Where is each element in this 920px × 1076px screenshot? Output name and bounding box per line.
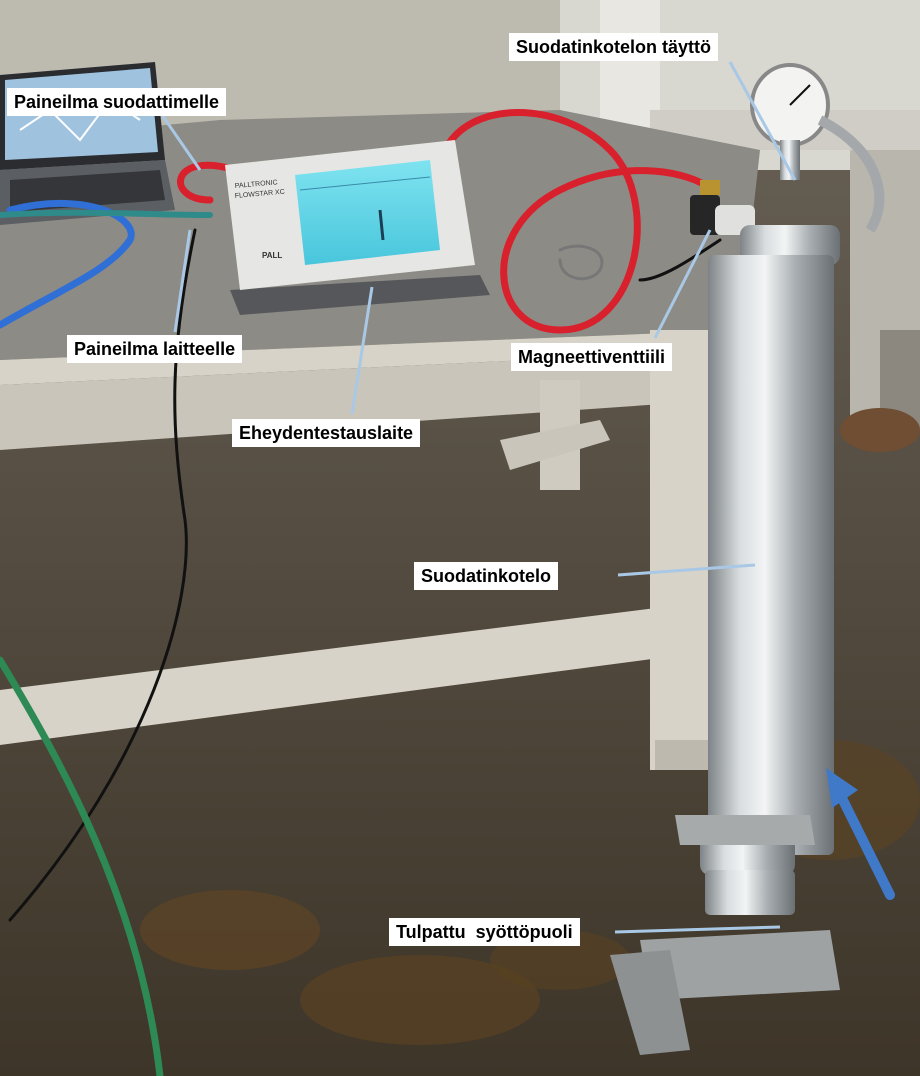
laptop	[0, 62, 175, 225]
pall-logo: PALL	[262, 251, 282, 260]
device-model-text: FLOWSTAR XC	[235, 189, 285, 200]
device-brand-text: PALLTRONIC	[235, 179, 278, 190]
label-integrity-tester: Eheydentestauslaite	[232, 419, 421, 447]
label-air-to-filter: Paineilma suodattimelle	[7, 88, 227, 116]
filter-housing	[610, 63, 885, 1055]
solenoid-valve	[690, 180, 755, 235]
label-solenoid-valve: Magneettiventtiili	[511, 343, 673, 371]
flow-arrow-icon	[826, 768, 895, 900]
label-filter-housing: Suodatinkotelo	[414, 562, 558, 590]
label-air-to-device: Paineilma laitteelle	[67, 335, 243, 363]
callout-lines	[158, 61, 797, 934]
label-housing-fill: Suodatinkotelon täyttö	[509, 33, 718, 61]
label-plugged-feed-side: Tulpattu syöttöpuoli	[389, 918, 580, 946]
integrity-test-device: PALLTRONIC FLOWSTAR XC PALL	[225, 140, 490, 315]
